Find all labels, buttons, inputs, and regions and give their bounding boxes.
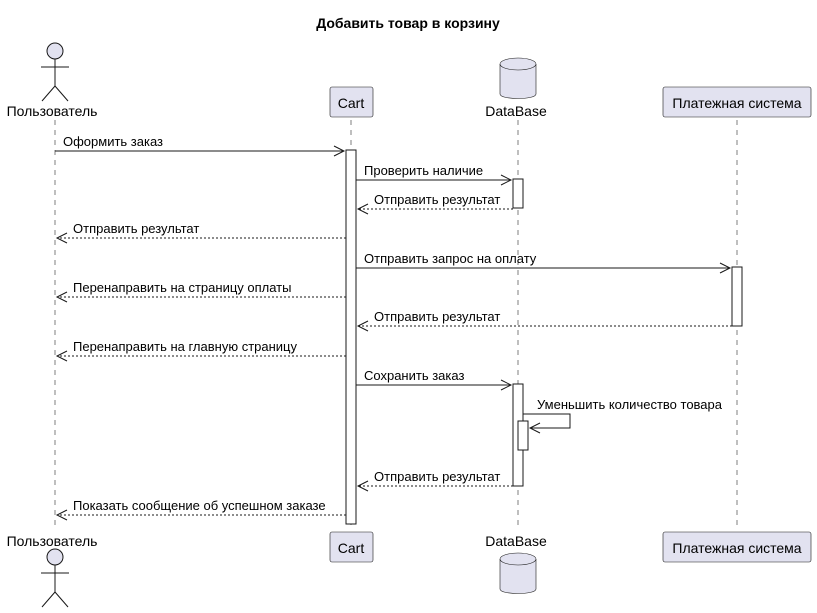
activation-cart <box>345 149 357 525</box>
activation-database-1 <box>512 178 524 209</box>
svg-text:Отправить результат: Отправить результат <box>374 192 500 207</box>
participant-payment-top: Платежная система <box>662 86 812 118</box>
svg-text:Отправить результат: Отправить результат <box>374 469 500 484</box>
svg-text:Проверить наличие: Проверить наличие <box>364 163 483 178</box>
database-icon <box>499 559 537 594</box>
message-decrease-stock: Уменьшить количество товара <box>523 397 723 434</box>
svg-text:Оформить заказ: Оформить заказ <box>63 134 163 149</box>
message-redirect-home: Перенаправить на главную страницу <box>55 339 346 362</box>
actor-head-icon <box>46 42 64 60</box>
participant-payment-bottom: Платежная система <box>662 531 812 563</box>
participant-label-payment-top: Платежная система <box>672 95 801 111</box>
svg-text:Уменьшить количество товара: Уменьшить количество товара <box>537 397 723 412</box>
message-db-result-2: Отправить результат <box>356 469 513 492</box>
participant-label-cart-top: Cart <box>338 95 365 111</box>
svg-text:Перенаправить на главную стран: Перенаправить на главную страницу <box>73 339 297 354</box>
message-db-result-1: Отправить результат <box>356 192 513 215</box>
message-place-order: Оформить заказ <box>55 134 346 157</box>
participant-label-cart-bottom: Cart <box>338 540 365 556</box>
participant-label-database-top: DataBase <box>485 103 547 119</box>
participant-cart-top: Cart <box>329 86 374 118</box>
message-cart-result-1: Отправить результат <box>55 221 346 244</box>
message-redirect-payment: Перенаправить на страницу оплаты <box>55 280 346 303</box>
message-success: Показать сообщение об успешном заказе <box>55 498 346 521</box>
participant-cart-bottom: Cart <box>329 531 374 563</box>
participant-label-database-bottom: DataBase <box>485 533 547 549</box>
svg-text:Отправить результат: Отправить результат <box>73 221 199 236</box>
message-check-availability: Проверить наличие <box>356 163 513 186</box>
message-payment-result: Отправить результат <box>356 309 732 332</box>
svg-text:Отправить запрос на оплату: Отправить запрос на оплату <box>364 251 537 266</box>
svg-text:Сохранить заказ: Сохранить заказ <box>364 368 464 383</box>
svg-text:Показать сообщение об успешном: Показать сообщение об успешном заказе <box>73 498 326 513</box>
database-icon <box>499 64 537 99</box>
message-payment-request: Отправить запрос на оплату <box>356 251 732 274</box>
actor-user-top: Пользователь <box>7 42 98 119</box>
participant-database-bottom: DataBase <box>485 533 547 594</box>
participant-database-top: DataBase <box>485 57 547 119</box>
actor-user-bottom: Пользователь <box>7 533 98 608</box>
svg-text:Отправить результат: Отправить результат <box>374 309 500 324</box>
svg-text:Перенаправить на страницу опла: Перенаправить на страницу оплаты <box>73 280 291 295</box>
participant-label-user-top: Пользователь <box>7 103 98 119</box>
diagram-title: Добавить товар в корзину <box>316 15 500 31</box>
message-save-order: Сохранить заказ <box>356 368 513 391</box>
activation-database-nested <box>517 420 529 451</box>
activation-payment <box>731 266 743 327</box>
participant-label-payment-bottom: Платежная система <box>672 540 801 556</box>
actor-head-icon <box>46 548 64 566</box>
participant-label-user-bottom: Пользователь <box>7 533 98 549</box>
